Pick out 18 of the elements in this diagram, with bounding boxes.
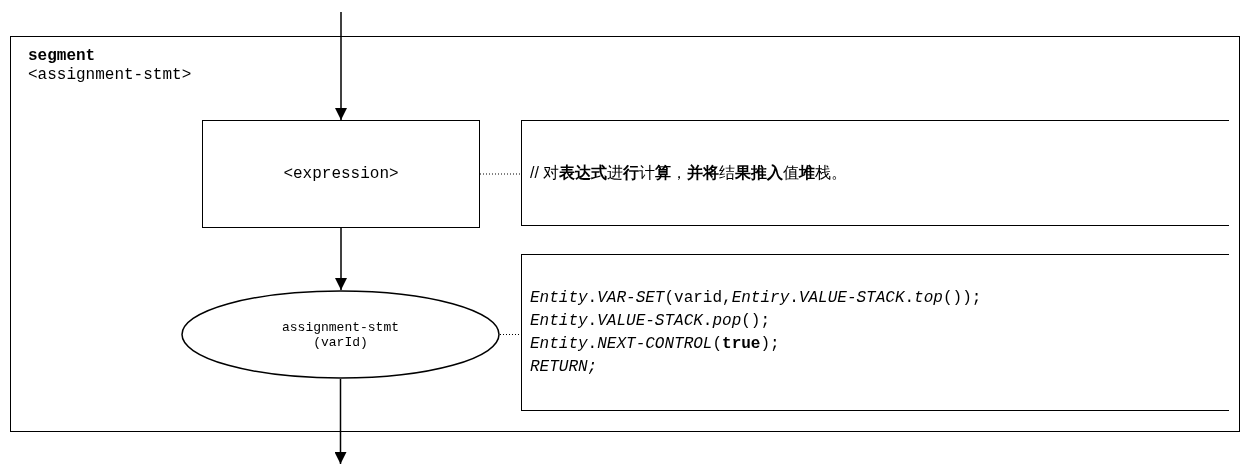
code-box (521, 254, 1229, 411)
process-box (202, 120, 480, 228)
frame-subtitle: <assignment-stmt> (28, 66, 192, 84)
comment-box (521, 120, 1229, 226)
code-line: Entity.VALUE-STACK.pop(); (530, 310, 772, 332)
box-label: <expression> (283, 165, 399, 183)
code-line: RETURN; (530, 356, 599, 378)
code-line: Entity.NEXT-CONTROL(true); (530, 333, 781, 355)
segment-frame (10, 36, 1240, 432)
dotted-connector (479, 173, 522, 175)
arrow (335, 227, 347, 291)
code-line: Entity.VAR-SET(varid,Entiry.VALUE-STACK.top()); (530, 287, 983, 309)
arrow (335, 11, 347, 121)
state-label: assignment-stmt (varId) (281, 319, 400, 350)
arrow (334, 378, 347, 465)
state-ellipse (181, 290, 500, 379)
frame-title: segment (28, 47, 96, 65)
comment-text: // 对表达式进行计算，并将结果推入值堆栈。 (530, 162, 849, 183)
